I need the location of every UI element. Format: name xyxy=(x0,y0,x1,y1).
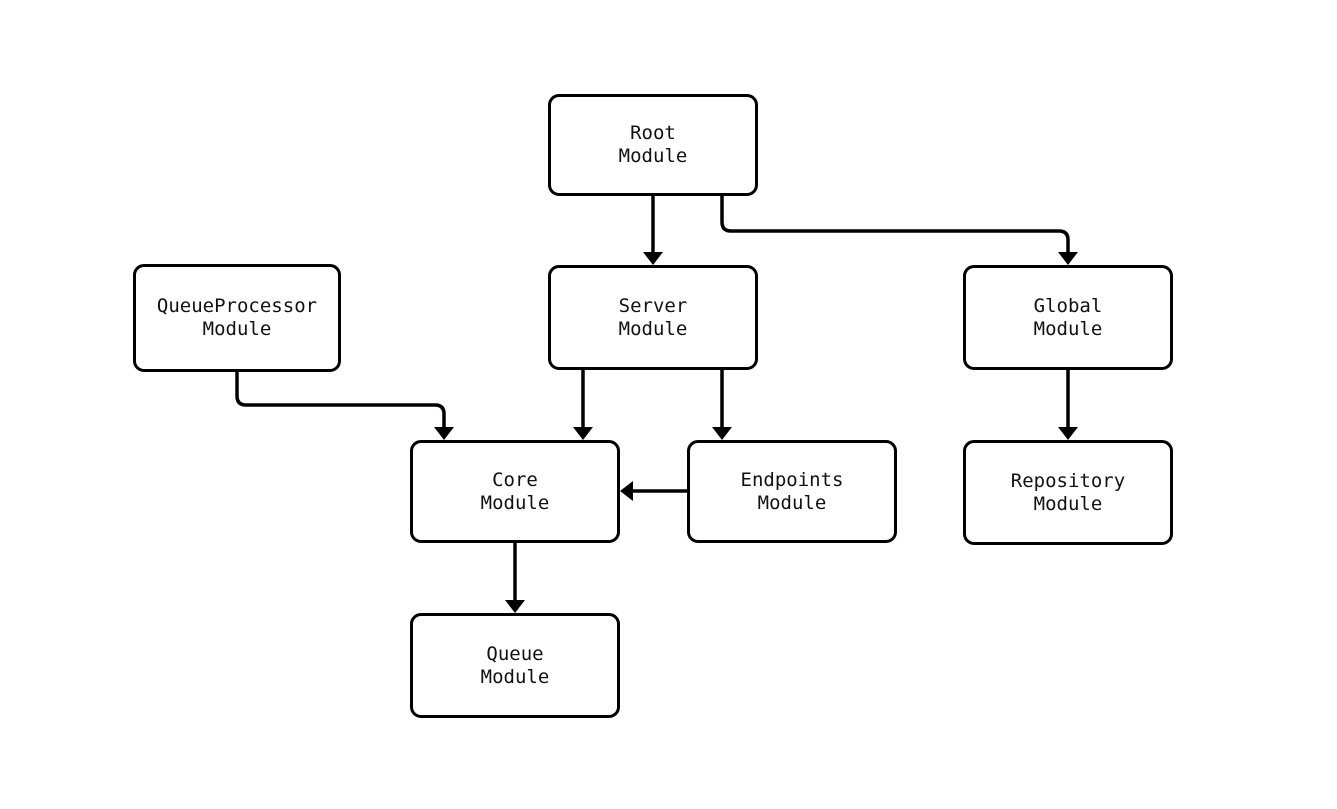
edge-root-to-global-arrowhead xyxy=(1058,252,1078,265)
root-module-node-label: Root Module xyxy=(618,122,688,167)
endpoints-module-node[interactable]: Endpoints Module xyxy=(687,440,897,543)
server-module-node[interactable]: Server Module xyxy=(548,265,758,370)
edge-core-to-queue-arrowhead xyxy=(505,600,525,613)
server-module-node-label: Server Module xyxy=(618,294,688,340)
queueprocessor-module-node[interactable]: QueueProcessor Module xyxy=(133,264,341,372)
repository-module-node-label: Repository Module xyxy=(1010,469,1126,515)
repository-module-node[interactable]: Repository Module xyxy=(963,440,1173,545)
root-module-node[interactable]: Root Module xyxy=(548,94,758,196)
edge-queueprocessor-to-core xyxy=(235,372,446,429)
edge-server-to-core-arrowhead xyxy=(573,427,593,440)
endpoints-module-node-label: Endpoints Module xyxy=(740,468,844,514)
core-module-node-label: Core Module xyxy=(480,468,550,514)
queue-module-node-label: Queue Module xyxy=(480,642,550,688)
global-module-node[interactable]: Global Module xyxy=(963,265,1173,370)
queueprocessor-module-node-label: QueueProcessor Module xyxy=(156,295,318,340)
edge-endpoints-to-core-arrowhead xyxy=(620,481,633,501)
edge-root-to-global xyxy=(720,196,1070,254)
edge-global-to-repository-arrowhead xyxy=(1058,427,1078,440)
edge-root-to-server-arrowhead xyxy=(643,252,663,265)
edge-server-to-endpoints-arrowhead xyxy=(712,427,732,440)
global-module-node-label: Global Module xyxy=(1033,294,1103,340)
edge-queueprocessor-to-core-arrowhead xyxy=(434,427,454,440)
core-module-node[interactable]: Core Module xyxy=(410,440,620,543)
queue-module-node[interactable]: Queue Module xyxy=(410,613,620,718)
